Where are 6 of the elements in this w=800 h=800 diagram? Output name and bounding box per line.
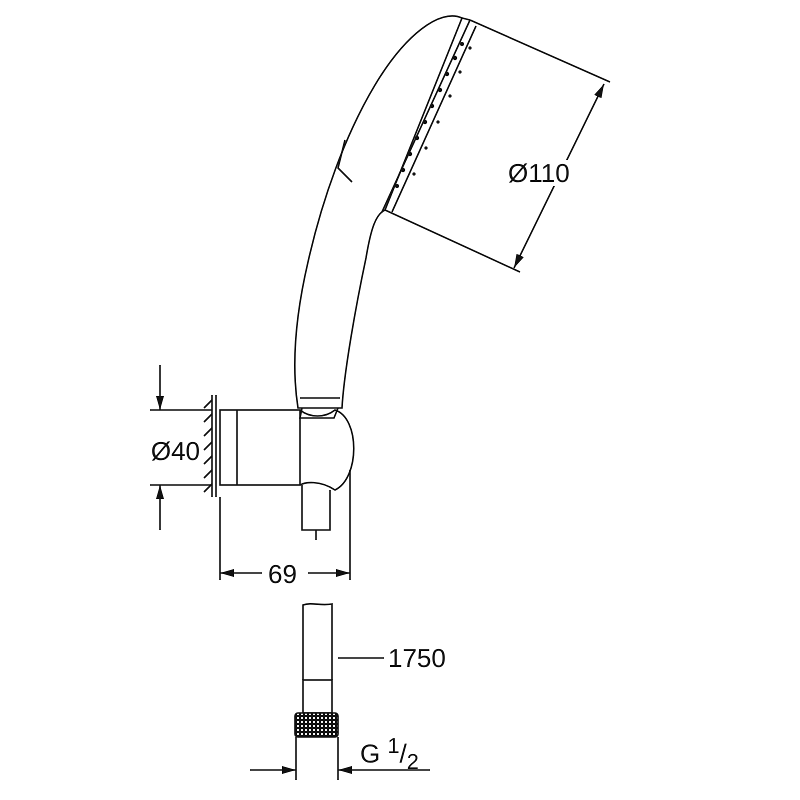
dimension-label: Ø110	[508, 160, 570, 186]
part-label: 1750	[388, 645, 446, 671]
hose-drawing	[294, 603, 339, 781]
dimension-label: G $^{1}$/$_{2}$	[360, 735, 419, 773]
leader-line	[338, 657, 384, 659]
dimension-label: Ø40	[150, 438, 200, 464]
